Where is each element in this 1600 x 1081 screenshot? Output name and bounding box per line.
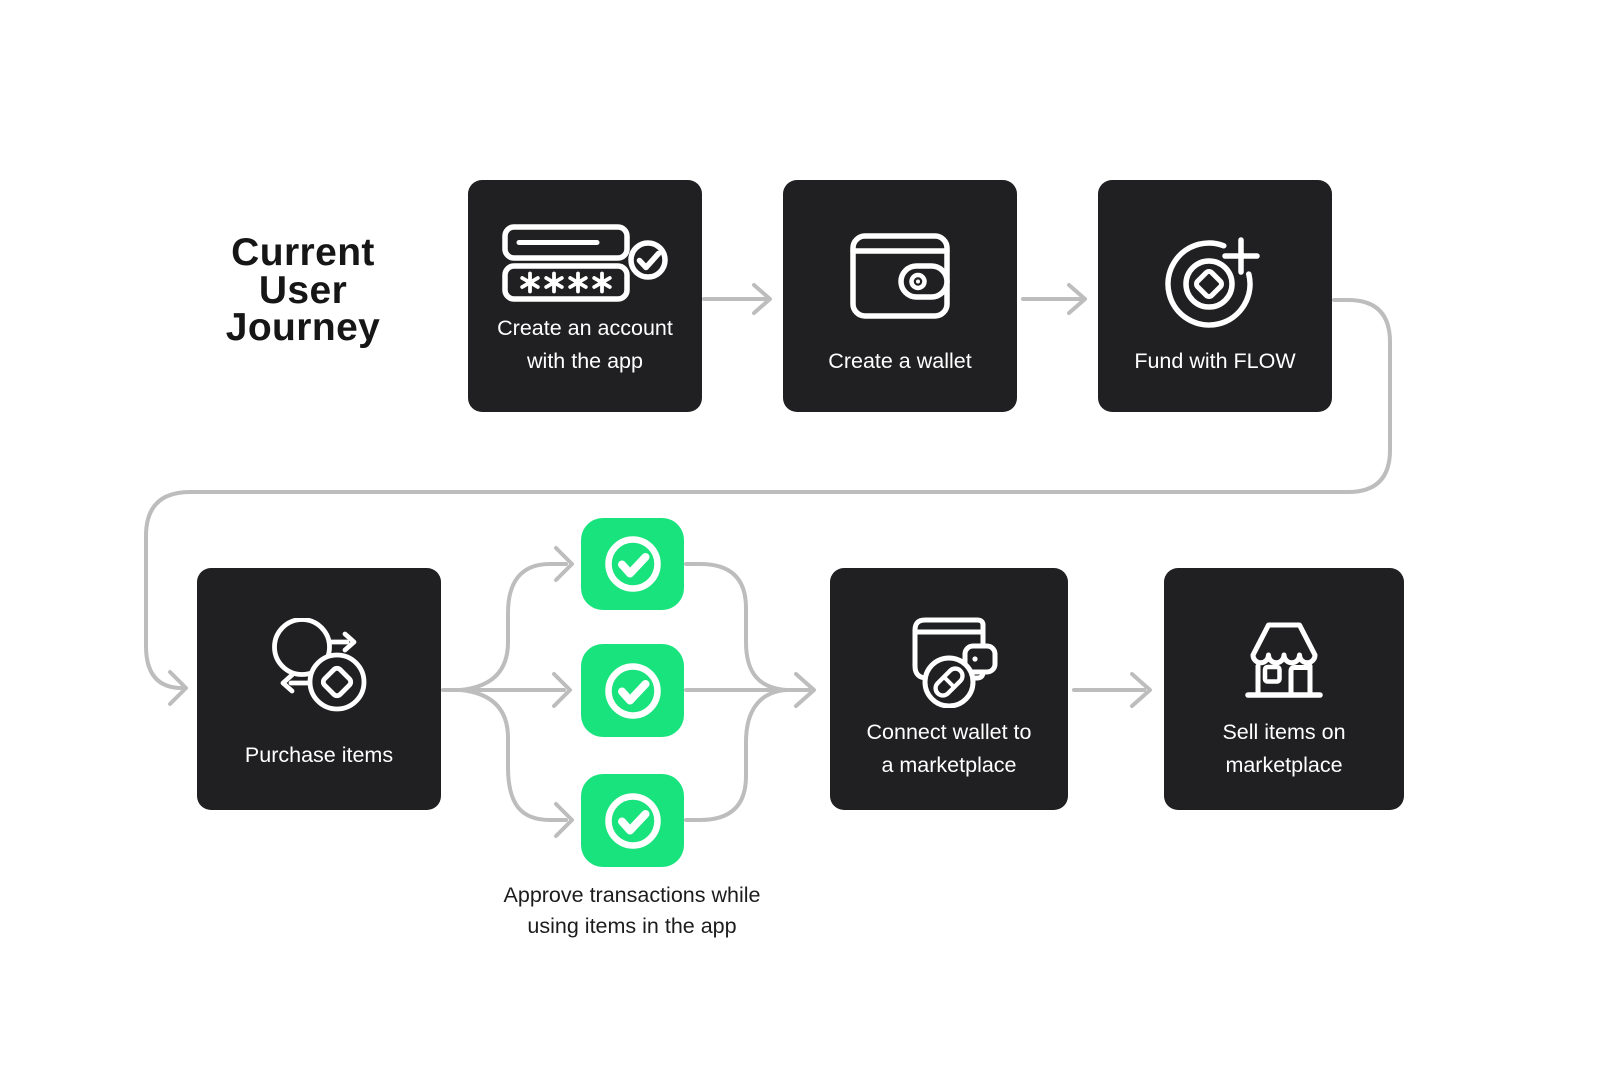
approval-check-box-bottom bbox=[581, 774, 684, 867]
link-pill-icon bbox=[933, 666, 965, 698]
label-line: a marketplace bbox=[881, 753, 1017, 777]
label-line: Sell items on bbox=[1222, 720, 1346, 744]
caption-line: using items in the app bbox=[527, 914, 737, 938]
branch-to-approval-bottom-head bbox=[554, 802, 574, 838]
step-create-account-card: Create an account with the app bbox=[468, 180, 702, 412]
step-create-wallet-label: Create a wallet bbox=[783, 345, 1017, 378]
step-create-account-label: Create an account with the app bbox=[468, 312, 702, 378]
storefront-icon bbox=[1245, 622, 1323, 698]
step-sell-items-card: Sell items on marketplace bbox=[1164, 568, 1404, 810]
step-create-wallet-card: Create a wallet bbox=[783, 180, 1017, 412]
arrow-wallet-to-fund-head bbox=[1067, 283, 1087, 315]
approval-check-box-middle bbox=[581, 644, 684, 737]
merge-from-approval-top bbox=[684, 562, 788, 692]
swap-token-icon bbox=[272, 618, 367, 712]
label-line: Connect wallet to bbox=[866, 720, 1032, 744]
wallet-link-icon bbox=[912, 617, 998, 708]
check-circle-icon bbox=[604, 662, 661, 719]
password-fields-check-icon bbox=[502, 224, 668, 302]
approval-caption: Approve transactions while using items i… bbox=[457, 880, 807, 942]
step-purchase-items-card: Purchase items bbox=[197, 568, 441, 810]
step-sell-items-label: Sell items on marketplace bbox=[1164, 716, 1404, 782]
label-line: marketplace bbox=[1225, 753, 1343, 777]
check-circle-icon bbox=[604, 536, 661, 592]
flow-token-plus-icon bbox=[1165, 237, 1260, 328]
password-asterisks bbox=[520, 271, 612, 294]
page-title-line: Journey bbox=[225, 306, 381, 349]
branch-to-approval-top-head bbox=[554, 546, 574, 582]
label-line: Create an account bbox=[497, 316, 673, 340]
arrow-account-to-wallet-head bbox=[752, 283, 772, 315]
merge-arrow-head bbox=[794, 672, 816, 708]
connector-fund-to-purchase-head bbox=[168, 670, 188, 706]
check-badge-icon bbox=[628, 240, 668, 280]
branch-to-approval-bottom bbox=[458, 688, 568, 822]
step-connect-wallet-label: Connect wallet to a marketplace bbox=[830, 716, 1068, 782]
step-fund-with-flow-label: Fund with FLOW bbox=[1098, 345, 1332, 378]
wallet-icon bbox=[850, 233, 950, 319]
page-title-line: Current bbox=[231, 231, 375, 274]
label-line: Create a wallet bbox=[828, 349, 972, 373]
step-fund-with-flow-card: Fund with FLOW bbox=[1098, 180, 1332, 412]
page-title-line: User bbox=[258, 268, 348, 312]
label-line: Purchase items bbox=[244, 743, 394, 767]
arrow-connect-to-sell-head bbox=[1130, 672, 1152, 708]
approval-check-box-top bbox=[581, 518, 684, 610]
caption-line: Approve transactions while bbox=[503, 883, 761, 907]
check-circle-icon bbox=[604, 792, 661, 849]
page-title: Current User Journey bbox=[153, 231, 453, 349]
step-connect-wallet-card: Connect wallet to a marketplace bbox=[830, 568, 1068, 810]
step-purchase-items-label: Purchase items bbox=[197, 739, 441, 772]
branch-to-approval-mid-head bbox=[552, 672, 572, 708]
branch-to-approval-top bbox=[458, 562, 568, 692]
label-line: with the app bbox=[527, 349, 643, 373]
merge-from-approval-bottom bbox=[684, 688, 788, 822]
label-line: Fund with FLOW bbox=[1134, 349, 1296, 373]
connector-fund-to-purchase bbox=[144, 298, 1392, 690]
